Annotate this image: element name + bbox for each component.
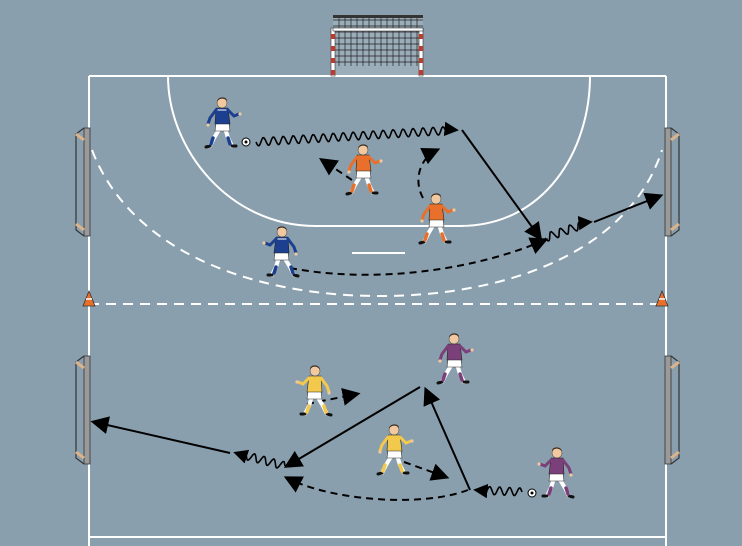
arrow-run-m15 bbox=[403, 461, 450, 481]
arrow-run-m6 bbox=[417, 148, 441, 199]
cone-left bbox=[82, 289, 96, 307]
player-blue-p4 bbox=[262, 226, 300, 278]
arrow-run-m9 bbox=[306, 387, 361, 406]
ball-icon bbox=[241, 137, 251, 147]
arrow-dribble-m3 bbox=[544, 215, 593, 242]
mini-goal-right-top bbox=[664, 127, 680, 237]
arrow-dribble-m8 bbox=[233, 449, 286, 469]
top-goal bbox=[330, 15, 424, 77]
cone-right bbox=[655, 289, 669, 307]
arrow-pass-m2 bbox=[461, 129, 543, 241]
arrow-run-m7 bbox=[289, 237, 549, 276]
player-purple-p8 bbox=[537, 447, 575, 499]
player-yellow-p6 bbox=[295, 365, 333, 417]
arrow-dribble-m1 bbox=[255, 121, 459, 147]
player-orange-p2 bbox=[345, 144, 383, 196]
player-blue-p1 bbox=[204, 97, 242, 149]
mini-goal-left-top bbox=[75, 127, 91, 237]
arrow-pass-m13 bbox=[423, 386, 471, 491]
arrow-run-m5 bbox=[319, 158, 353, 181]
player-purple-p5 bbox=[436, 333, 474, 385]
arrow-pass-m11 bbox=[283, 386, 421, 468]
arrow-pass-m10 bbox=[90, 416, 231, 454]
arrow-pass-m4 bbox=[593, 192, 664, 223]
mini-goal-right-bottom bbox=[664, 355, 680, 465]
player-orange-p3 bbox=[418, 193, 456, 245]
player-yellow-p7 bbox=[376, 424, 414, 476]
ball-icon bbox=[527, 488, 537, 498]
arrow-dribble-m12 bbox=[473, 483, 523, 499]
players bbox=[204, 97, 575, 499]
goal-area-line bbox=[167, 75, 591, 227]
dashed-lines bbox=[89, 149, 666, 305]
movement-arrows bbox=[90, 121, 664, 501]
mini-goal-left-bottom bbox=[75, 355, 91, 465]
free-throw-line bbox=[91, 149, 663, 298]
